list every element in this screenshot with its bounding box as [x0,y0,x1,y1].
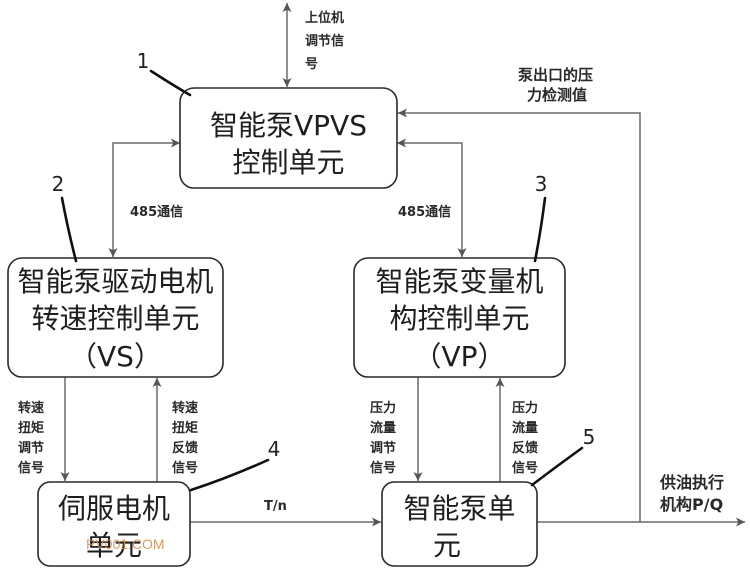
vp-up-label: 压力 流量 反馈 信号 [512,400,538,476]
vs-up-line3: 反馈 [172,440,198,456]
vpvs-box-line2: 控制单元 [232,146,344,179]
callout-3-leader [533,196,547,263]
vp-up-line2: 流量 [512,420,538,436]
output-label: 供油执行 机构P/Q [659,473,724,514]
vs-box-line2: 转速控制单元 [31,302,199,335]
output-line1: 供油执行 [659,473,724,492]
smart-pump-box: 智能泵单 元 [381,481,538,567]
callout-4-leader [189,458,270,492]
vs-box-line3: （VS） [69,340,162,373]
vp-down-line4: 信号 [370,460,396,476]
vp-down-label: 压力 流量 调节 信号 [370,400,396,476]
host-signal-label: 上位机 调节信 号 [305,10,344,72]
vs-down-label: 转速 扭矩 调节 信号 [18,400,44,476]
vp-box-line2: 构控制单元 [389,302,529,335]
vs-box-line1: 智能泵驱动电机 [17,265,213,298]
callout-4: 4 [268,437,281,461]
pressure-detect-line1: 泵出口的压 [518,66,593,84]
callout-3: 3 [535,172,548,196]
vs-box-frame [7,257,224,378]
pump-box-frame [381,481,538,567]
servo-box-frame [37,481,191,567]
servo-motor-box: 伺服电机 单元 [37,481,191,567]
callout-1: 1 [137,49,150,73]
pressure-detect-line2: 力检测值 [527,86,587,104]
vp-up-line4: 信号 [512,460,538,476]
servo-box-line1: 伺服电机 [58,492,170,525]
vp-down-line3: 调节 [370,440,396,456]
vs-down-line3: 调节 [18,440,44,456]
vs-control-box: 智能泵驱动电机 转速控制单元 （VS） [7,257,224,378]
callout-2: 2 [52,172,65,196]
vp-box-line1: 智能泵变量机 [375,265,543,298]
vpvs-control-box: 智能泵VPVS 控制单元 [179,87,398,189]
vpvs-box-frame [179,87,398,189]
tn-label: T/n [264,499,287,514]
vp-box-frame [353,257,566,378]
comm-right-arrow [397,138,467,257]
vp-up-line3: 反馈 [512,440,538,456]
comm-left-arrow [108,138,180,257]
pressure-feedback-arrow [398,108,641,522]
vp-down-line2: 流量 [370,420,396,436]
callout-5: 5 [583,425,596,449]
pressure-detect-label: 泵出口的压 力检测值 [518,66,593,104]
vs-up-line2: 扭矩 [172,420,198,436]
watermark: PV001.COM [86,536,165,552]
vs-up-line4: 信号 [172,460,198,476]
vs-down-line2: 扭矩 [18,420,44,436]
vp-box-line3: （VP） [413,340,505,373]
vpvs-box-line1: 智能泵VPVS [210,109,367,142]
vs-up-line1: 转速 [172,400,198,416]
vs-down-line1: 转速 [18,400,44,416]
host-signal-line1: 上位机 [305,10,344,26]
callout-2-leader [60,196,78,263]
callout-5-leader [530,446,584,487]
servo-box-line2: 单元 [86,529,142,562]
callout-1-leader [149,69,192,97]
comm-left-label: 485通信 [130,204,183,220]
host-signal-line2: 调节信 [305,33,344,49]
comm-right-label: 485通信 [398,204,451,220]
vs-up-label: 转速 扭矩 反馈 信号 [172,400,198,476]
vs-down-line4: 信号 [18,460,44,476]
vp-control-box: 智能泵变量机 构控制单元 （VP） [353,257,566,378]
output-line2: 机构P/Q [660,495,723,514]
pump-box-line1: 智能泵单 [403,492,515,525]
pump-box-line2: 元 [433,529,461,562]
vp-up-line1: 压力 [512,400,538,416]
host-signal-line3: 号 [305,57,318,72]
vp-down-line1: 压力 [370,400,396,416]
